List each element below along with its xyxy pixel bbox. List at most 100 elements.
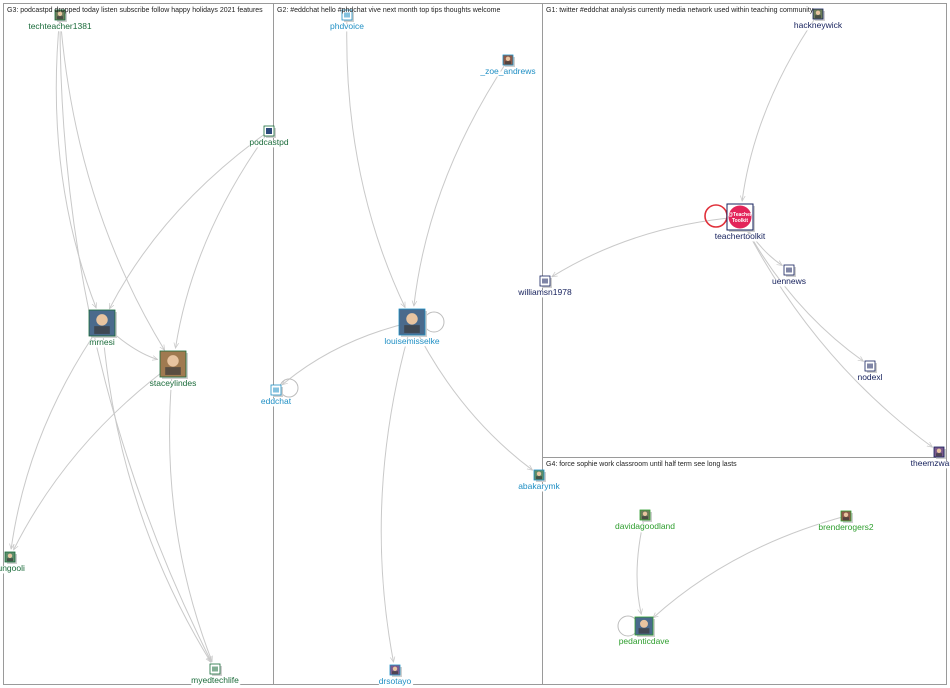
photo-avatar <box>398 308 426 336</box>
node-label: _zoe_andrews <box>479 66 535 76</box>
node-label: myedtechlife <box>191 675 239 685</box>
edges-layer <box>11 13 932 662</box>
logo-avatar <box>270 384 282 396</box>
node-label-shadow: williamsn1978 <box>518 288 573 298</box>
photo-avatar <box>634 616 654 636</box>
node-label-shadow: mrnesi <box>90 338 116 348</box>
podcast-avatar <box>263 125 275 137</box>
photo-avatar <box>502 54 514 66</box>
node-label-shadow: myedtechlife <box>192 676 240 686</box>
edge-davidagoodland-pedanticdave <box>636 514 646 614</box>
node-label-shadow: fungooli <box>0 564 26 574</box>
logo-avatar <box>341 9 353 21</box>
node-label: louisemisselke <box>384 336 440 346</box>
node-label: abakarymk <box>518 481 560 491</box>
panel-frames <box>3 3 947 685</box>
node-label-shadow: louisemisselke <box>385 337 441 347</box>
node-label-shadow: davidagoodland <box>616 522 676 532</box>
node-label-shadow: theemzwandile <box>912 459 950 469</box>
node-label: drsotayo <box>379 676 412 686</box>
edge-_zoe_andrews-louisemisselke <box>414 59 509 306</box>
edge-teachertoolkit-williamsn1978 <box>552 216 741 277</box>
photo-avatar <box>159 350 187 378</box>
node-label: podcastpd <box>249 137 288 147</box>
edge-phdvoice-louisemisselke <box>346 14 406 308</box>
edge-staceylindes-myedtechlife <box>169 363 213 662</box>
photo-avatar <box>4 551 16 563</box>
node-label: theemzwandile <box>911 458 950 468</box>
node-label-shadow: brenderogers2 <box>819 523 875 533</box>
edge-podcastpd-mrnesi <box>108 130 270 309</box>
node-teachertoolkit[interactable]: @TeacherToolkitteachertoolkitteachertool… <box>714 203 768 244</box>
photo-avatar <box>812 8 824 20</box>
node-label-shadow: phdvoice <box>331 22 365 32</box>
node-label-shadow: hackneywick <box>795 21 844 31</box>
node-label-shadow: pedanticdave <box>620 637 671 647</box>
edge-staceylindes-fungooli <box>13 363 174 550</box>
node-label-shadow: drsotayo <box>380 677 413 687</box>
panel-title-g3: G3: podcastpd dropped today listen subsc… <box>7 7 263 14</box>
node-label: hackneywick <box>794 20 843 30</box>
edge-louisemisselke-abakarymk <box>411 321 533 470</box>
photo-avatar <box>88 309 116 337</box>
node-label-shadow: abakarymk <box>519 482 561 492</box>
photo-avatar <box>639 509 651 521</box>
node-label-shadow: eddchat <box>262 397 293 407</box>
panel-title-g1: G1: twitter #eddchat analysis currently … <box>546 7 814 14</box>
node-label: uennews <box>772 276 806 286</box>
node-label: techteacher1381 <box>28 21 92 31</box>
logo-avatar <box>539 275 551 287</box>
node-label: staceylindes <box>150 378 197 388</box>
panel-frame-g3 <box>3 3 274 685</box>
logo-avatar <box>864 360 876 372</box>
edge-mrnesi-myedtechlife <box>101 322 211 662</box>
node-fungooli[interactable]: fungoolifungooli <box>0 551 27 576</box>
node-label-shadow: staceylindes <box>151 379 198 389</box>
edge-hackneywick-teachertoolkit <box>742 13 819 201</box>
logo-avatar <box>209 663 221 675</box>
self-loops-layer <box>279 204 728 637</box>
node-label: fungooli <box>0 563 25 573</box>
photo-avatar <box>389 664 401 676</box>
edge-teachertoolkit-nodexl <box>739 216 863 361</box>
panel-title-g2: G2: #eddchat hello #phdchat vive next mo… <box>277 7 500 14</box>
node-label-shadow: techteacher1381 <box>29 22 93 32</box>
edge-mrnesi-fungooli <box>11 322 103 549</box>
node-label: phdvoice <box>330 21 364 31</box>
teachertoolkit-logo-text: @Teacher <box>728 212 752 218</box>
photo-avatar <box>840 510 852 522</box>
node-label-shadow: podcastpd <box>250 138 289 148</box>
node-label: davidagoodland <box>615 521 675 531</box>
node-label: nodexl <box>857 372 882 382</box>
logo-avatar <box>783 264 795 276</box>
panel-title-g4: G4: force sophie work classroom until ha… <box>546 461 737 468</box>
photo-avatar <box>54 9 66 21</box>
node-label: teachertoolkit <box>715 231 766 241</box>
edge-louisemisselke-drsotayo <box>380 321 413 662</box>
node-label-shadow: nodexl <box>858 373 883 383</box>
node-label-shadow: _zoe_andrews <box>480 67 536 77</box>
node-theemzwandile[interactable]: theemzwandiletheemzwandile <box>910 446 950 471</box>
node-_zoe_andrews[interactable]: _zoe_andrews_zoe_andrews <box>479 54 538 79</box>
edge-techteacher1381-mrnesi <box>55 14 96 308</box>
edge-techteacher1381-myedtechlife <box>59 14 212 662</box>
